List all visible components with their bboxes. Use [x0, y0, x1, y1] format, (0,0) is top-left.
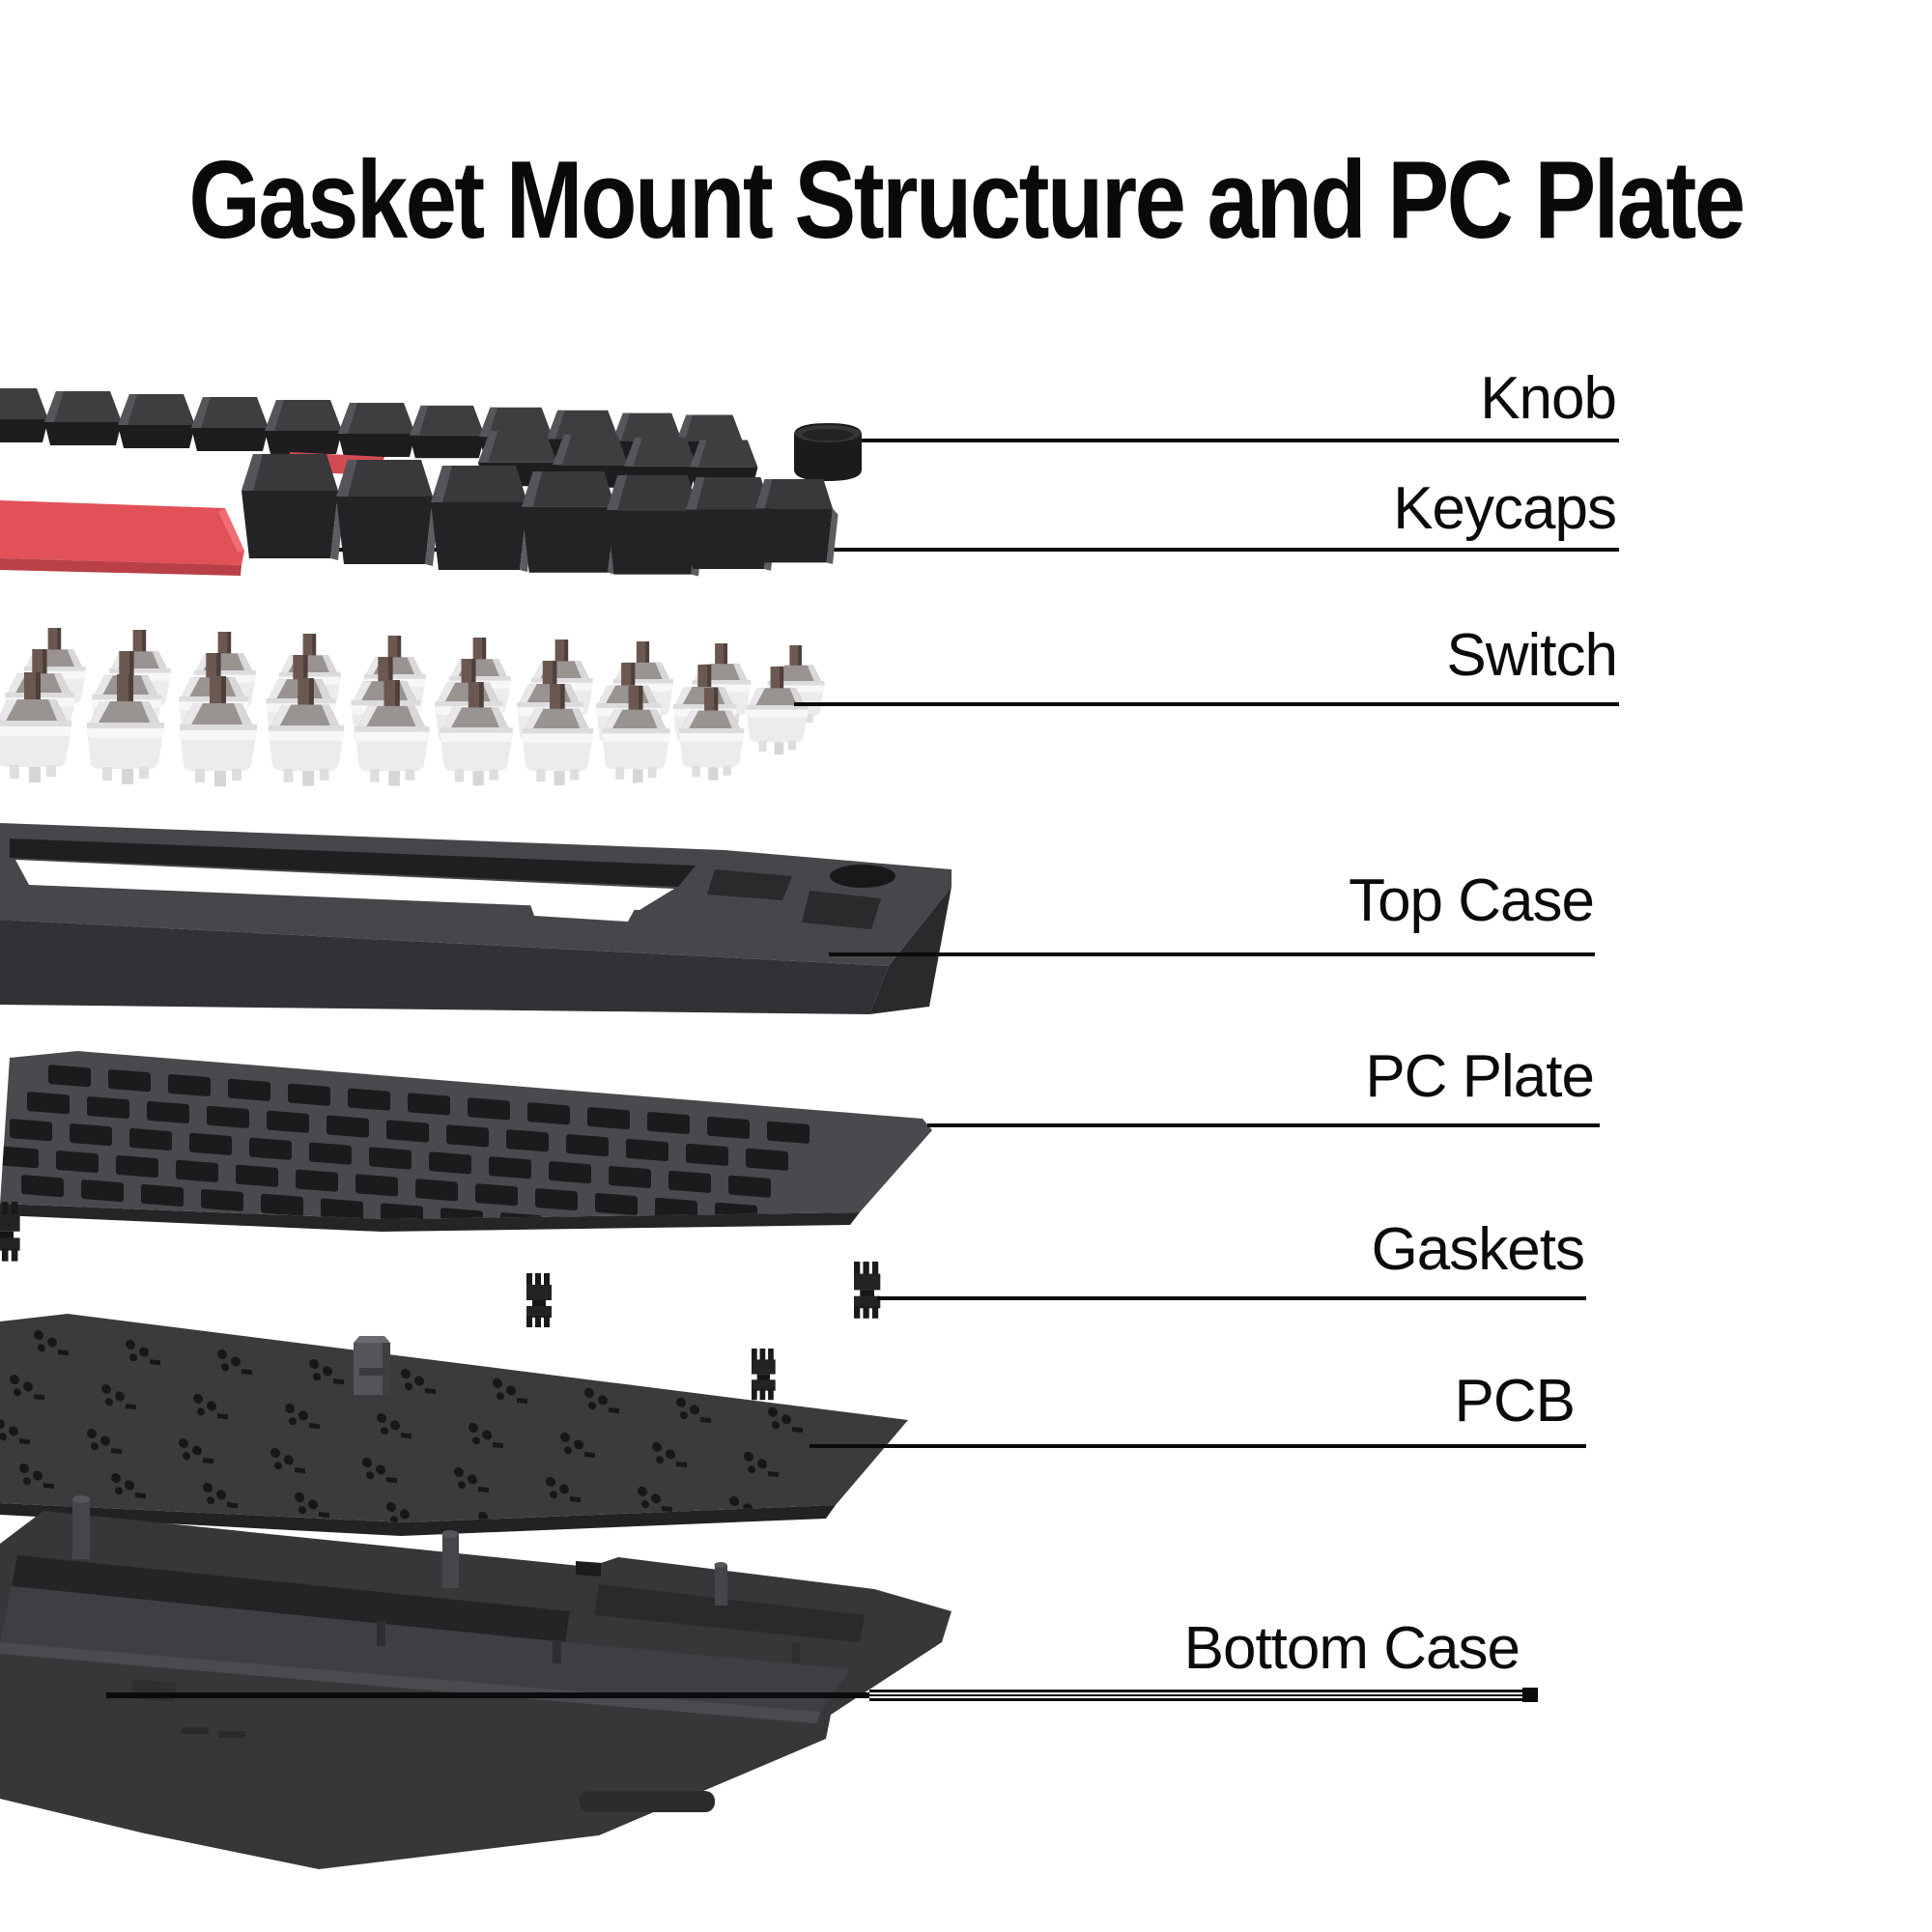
top-case-illustration [0, 823, 952, 1014]
label-pc-plate: PC Plate [1365, 1043, 1595, 1110]
leader-line-switch [794, 702, 1619, 706]
leader-line-keycaps [327, 548, 1619, 552]
leader-line-top-case [829, 952, 1595, 956]
label-switch: Switch [1446, 622, 1618, 689]
leader-line-pcb [810, 1444, 1586, 1448]
label-pcb: PCB [1454, 1368, 1576, 1435]
leader-line-gaskets [877, 1296, 1586, 1300]
switches-illustration [0, 628, 825, 786]
page-title: Gasket Mount Structure and PC Plate [188, 139, 1746, 262]
leader-line-pc-plate [927, 1123, 1600, 1127]
bottom-case-illustration [0, 1495, 952, 1869]
label-bottom-case: Bottom Case [1183, 1615, 1520, 1682]
pcb-illustration [0, 1314, 908, 1536]
label-knob: Knob [1480, 365, 1617, 432]
label-gaskets: Gaskets [1371, 1216, 1585, 1283]
leader-line-knob [827, 439, 1619, 442]
keycaps-illustration [0, 388, 838, 577]
pcb-standoff [354, 1336, 390, 1395]
label-keycaps: Keycaps [1393, 475, 1617, 542]
knob-illustration [794, 423, 862, 481]
label-top-case: Top Case [1349, 867, 1595, 934]
pc-plate-illustration [0, 1051, 932, 1232]
leader-line-bottom-case [106, 1688, 1538, 1702]
